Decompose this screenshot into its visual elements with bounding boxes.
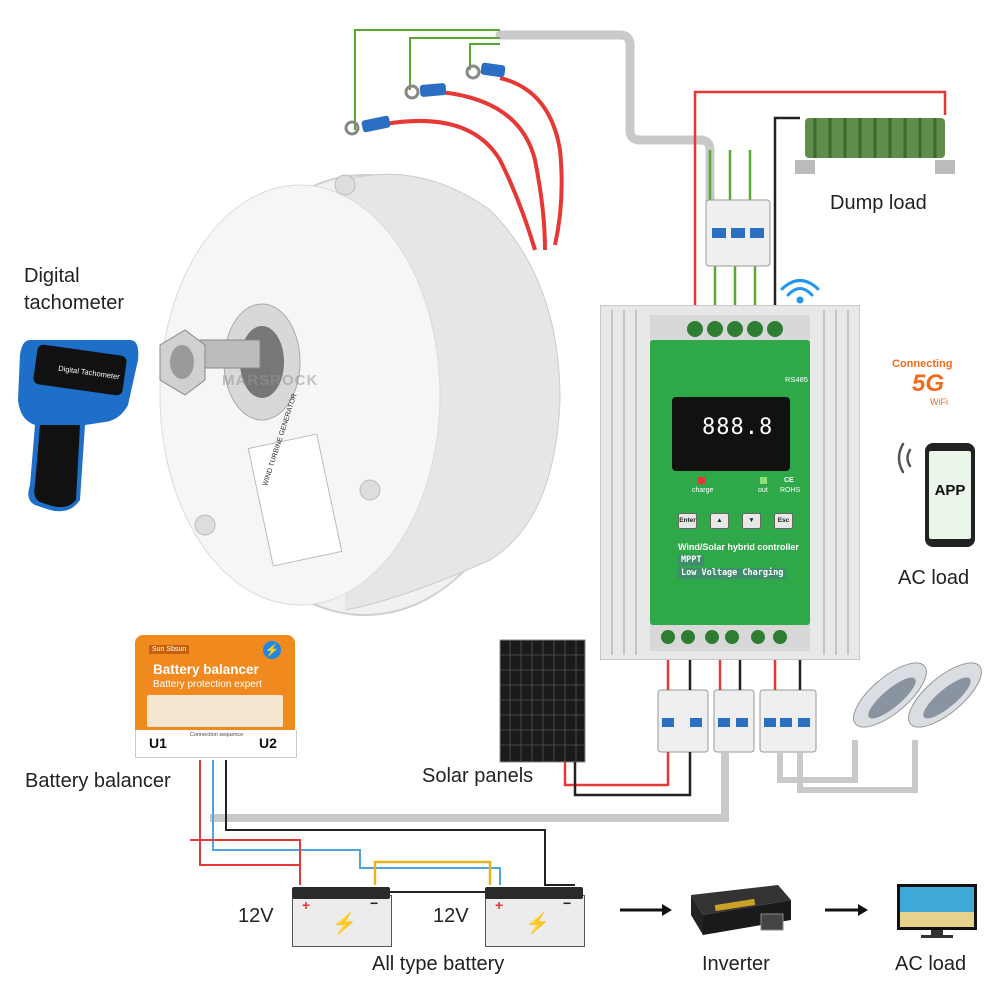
street-lamp-2 (908, 662, 982, 728)
ce-mark: CE (784, 477, 794, 484)
wind-turbine-generator (159, 173, 561, 616)
label-ac-load-bottom: AC load (895, 953, 967, 975)
label-solar-panels: Solar panels (422, 765, 534, 787)
breaker-switch-3 (750, 228, 764, 238)
tv-ac-load (897, 884, 977, 938)
app-label: APP (934, 482, 966, 499)
ring-terminal-3 (465, 64, 481, 80)
battery-1-plus: + (302, 897, 311, 913)
dump-load-black-wire (773, 116, 800, 315)
connection-sequence: Connection sequence (190, 732, 244, 738)
balancer-u2: U2 (259, 735, 277, 751)
battery-1: + − ⚡ (292, 887, 392, 947)
balancer-red-wire (199, 760, 301, 885)
solar-red-wire (563, 752, 670, 787)
down-button[interactable]: ▼ (742, 513, 761, 529)
ring-terminal-1 (344, 120, 360, 136)
digital-tachometer: Digital Tachometer (10, 330, 140, 515)
enter-button[interactable]: Enter (678, 513, 697, 529)
label-ac-load-top: AC load (898, 567, 970, 589)
breaker-switch-2 (731, 228, 745, 238)
controller-title: Wind/Solar hybrid controller (678, 542, 799, 552)
label-all-type-battery: All type battery (372, 953, 505, 975)
battery-1-voltage: 12V (238, 905, 274, 927)
terminal-sleeve-1 (361, 115, 391, 133)
breaker-input-wires (708, 150, 752, 200)
battery-series-wire (373, 860, 492, 885)
generator-lead-3 (499, 76, 564, 246)
battery-cable (210, 752, 729, 822)
smartphone: APP (925, 443, 975, 547)
bolt-icon: ⚡ (332, 913, 357, 935)
ring-terminal-2 (404, 84, 420, 100)
lcd-digits: 888.8 (702, 415, 774, 440)
battery-plus-wire (190, 839, 301, 885)
label-battery-balancer: Battery balancer (25, 770, 171, 792)
low-voltage-tag: Low Voltage Charging (678, 568, 787, 579)
out-led (760, 477, 767, 484)
out-label: out (758, 487, 768, 494)
generator-lead-2 (439, 90, 547, 251)
badge-5g: 5G (912, 370, 945, 397)
lightning-icon: ⚡ (263, 641, 281, 659)
terminal-sleeve-3 (480, 62, 506, 78)
breaker-switch-1 (712, 228, 726, 238)
battery-1-minus: − (370, 895, 379, 911)
inverter-device (683, 880, 793, 940)
charge-led (698, 477, 705, 484)
solar-breaker (657, 689, 709, 753)
generator-watermark: MARSROCK (222, 372, 319, 389)
phone-screen: APP (929, 451, 971, 539)
phone-signal-icon (897, 442, 912, 474)
battery-breaker (713, 689, 755, 753)
rs485-label: RS485 (785, 375, 808, 384)
label-inverter: Inverter (702, 953, 770, 975)
label-digital: Digital (24, 265, 80, 287)
balancer-terminal-strip (135, 730, 297, 758)
esc-button[interactable]: Esc (774, 513, 793, 529)
badge-wifi: WiFi (930, 397, 948, 407)
battery-2-plus: + (495, 897, 504, 913)
up-button[interactable]: ▲ (710, 513, 729, 529)
resistor-foot-left (795, 160, 815, 174)
battery-2-voltage: 12V (433, 905, 469, 927)
dump-load-red-wire (693, 90, 947, 315)
lamp-cable-1 (777, 740, 858, 783)
charge-label: charge (692, 487, 714, 494)
battery-balancer-device: Sun Sbsun ⚡ Battery balancer Battery pro… (135, 635, 297, 758)
phase-wire-3 (469, 43, 500, 70)
generator-lead-1 (384, 119, 537, 251)
generator-cable (495, 30, 715, 205)
label-tachometer: tachometer (24, 292, 125, 314)
solar-black-wire (573, 752, 692, 797)
balancer-black-wire (225, 760, 575, 886)
battery-2-minus: − (563, 895, 572, 911)
bolt-icon: ⚡ (525, 913, 550, 935)
street-lamp-1 (853, 662, 927, 728)
lamp-cable-2 (797, 740, 918, 793)
balancer-subtitle: Battery protection expert (153, 679, 262, 690)
wifi-icon (780, 279, 820, 304)
resistor-foot-right (935, 160, 955, 174)
balancer-blue-wire (212, 760, 501, 885)
rohs-mark: ROHS (780, 487, 801, 494)
balancer-spec-table (147, 695, 283, 727)
solar-panel (499, 639, 586, 763)
phase-wire-2 (409, 37, 500, 90)
terminal-sleeve-2 (419, 83, 447, 97)
balancer-title: Battery balancer (153, 662, 259, 677)
balancer-u1: U1 (149, 735, 167, 751)
balancer-brand: Sun Sbsun (149, 645, 190, 654)
controller-lcd: 888.8 (672, 397, 790, 471)
phase-wire-1 (354, 29, 500, 130)
badge-top: Connecting (892, 358, 953, 370)
label-dump-load: Dump load (830, 192, 927, 214)
mppt-tag: MPPT (678, 555, 705, 566)
hybrid-controller: 888.8 RS485 charge out CE ROHS Enter ▲ ▼… (600, 305, 860, 660)
battery-2: + − ⚡ (485, 887, 585, 947)
